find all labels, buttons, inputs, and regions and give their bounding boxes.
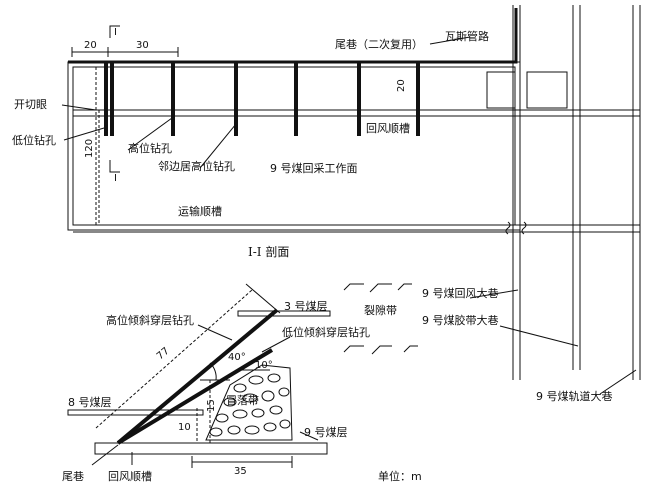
high-inclined-borehole (116, 308, 279, 445)
label-belt-main: 9 号煤胶带大巷 (422, 313, 499, 327)
label-working-face: 9 号煤回采工作面 (270, 162, 358, 175)
low-inclined-borehole (116, 348, 274, 445)
label-angle-10: 10° (255, 360, 273, 371)
tail-leader (91, 444, 119, 466)
label-low-inclined: 低位倾斜穿层钻孔 (282, 325, 370, 339)
plan-view (61, 5, 641, 380)
label-high-inclined: 高位倾斜穿层钻孔 (106, 313, 194, 327)
coal-seam-3 (237, 310, 331, 317)
fracture-mark-5 (371, 345, 392, 355)
label-fracture-zone: 裂隙带 (364, 303, 397, 317)
leader-neighbor (199, 123, 237, 169)
gas-pipeline (68, 8, 518, 64)
label-dim-20-side: 20 (396, 79, 407, 92)
angle-40-arc (209, 362, 217, 381)
label-caving-zone: 冒落带 (226, 394, 259, 407)
label-coal3: 3 号煤层 (284, 300, 328, 313)
plan-labels: 尾巷（二次复用） 瓦斯管路 开切眼 低位钻孔 高位钻孔 邻边居高位钻孔 回风顺槽… (12, 27, 489, 218)
label-low-borehole: 低位钻孔 (12, 133, 56, 147)
label-angle-40: 40° (228, 352, 246, 363)
room-a (486, 71, 516, 109)
label-coal8: 8 号煤层 (68, 396, 112, 409)
label-section-title: I-I 剖面 (248, 245, 289, 259)
leader-open-cut (61, 104, 97, 111)
label-dim-35: 35 (234, 466, 247, 477)
label-tail: 尾巷 (62, 470, 84, 483)
label-return-trough: 回风顺槽 (108, 470, 152, 483)
label-high-borehole: 高位钻孔 (128, 141, 172, 155)
label-tail-roadway: 尾巷（二次复用） (335, 37, 423, 51)
leader-return-main (469, 289, 519, 299)
roadway-break-mark (505, 221, 511, 235)
section-labels: I-I 剖面 3 号煤层 裂隙带 高位倾斜穿层钻孔 低位倾斜穿层钻孔 40° 1… (62, 245, 422, 483)
label-dim-120: 120 (84, 139, 95, 158)
fracture-mark-4 (343, 345, 364, 353)
fracture-mark-6 (403, 345, 418, 353)
roadway-break-mark-2 (521, 221, 527, 235)
label-section-mark-top: I (114, 27, 117, 38)
roadway-labels: 9 号煤回风大巷 9 号煤胶带大巷 9 号煤轨道大巷 (422, 286, 613, 403)
label-neighbor-borehole: 邻边居高位钻孔 (158, 159, 235, 173)
fracture-mark-1 (343, 283, 364, 291)
leader-coal9 (299, 431, 319, 441)
leader-belt-main (499, 325, 579, 347)
label-gas-pipeline: 瓦斯管路 (445, 29, 489, 43)
leader-low-borehole (63, 127, 105, 141)
label-open-cut: 开切眼 (14, 98, 47, 111)
label-return-main: 9 号煤回风大巷 (422, 286, 499, 300)
leader-gas (429, 36, 471, 45)
label-dim-30-top: 30 (136, 40, 149, 51)
label-unit: 单位：m (378, 469, 422, 483)
room-b (526, 71, 568, 109)
label-haulage-trough: 运输顺槽 (178, 204, 222, 218)
label-len-77: 77 (155, 346, 172, 363)
leader-high-borehole (127, 117, 173, 151)
label-track-main: 9 号煤轨道大巷 (536, 389, 613, 403)
coal-seam-8 (67, 409, 204, 416)
cross-section (67, 283, 637, 468)
dim-77-tick-top (245, 283, 281, 314)
label-dim-20-top: 20 (84, 40, 97, 51)
leader-low-inclined (261, 336, 291, 353)
caving-zone-rubble (205, 364, 293, 441)
label-dim-15: 15 (206, 399, 217, 412)
fracture-mark-3 (397, 283, 412, 291)
leader-high-inclined (197, 324, 233, 341)
coal-seam-9 (94, 442, 328, 455)
section-mark-top (109, 25, 120, 38)
label-section-mark-bottom: I (114, 173, 117, 184)
label-dim-10: 10 (178, 422, 191, 433)
label-return-air-trough: 回风顺槽 (366, 122, 410, 135)
fracture-mark-2 (369, 283, 392, 293)
label-coal9: 9 号煤层 (304, 426, 348, 439)
leader-track-main (599, 369, 637, 395)
section-mark-bottom (109, 160, 120, 173)
